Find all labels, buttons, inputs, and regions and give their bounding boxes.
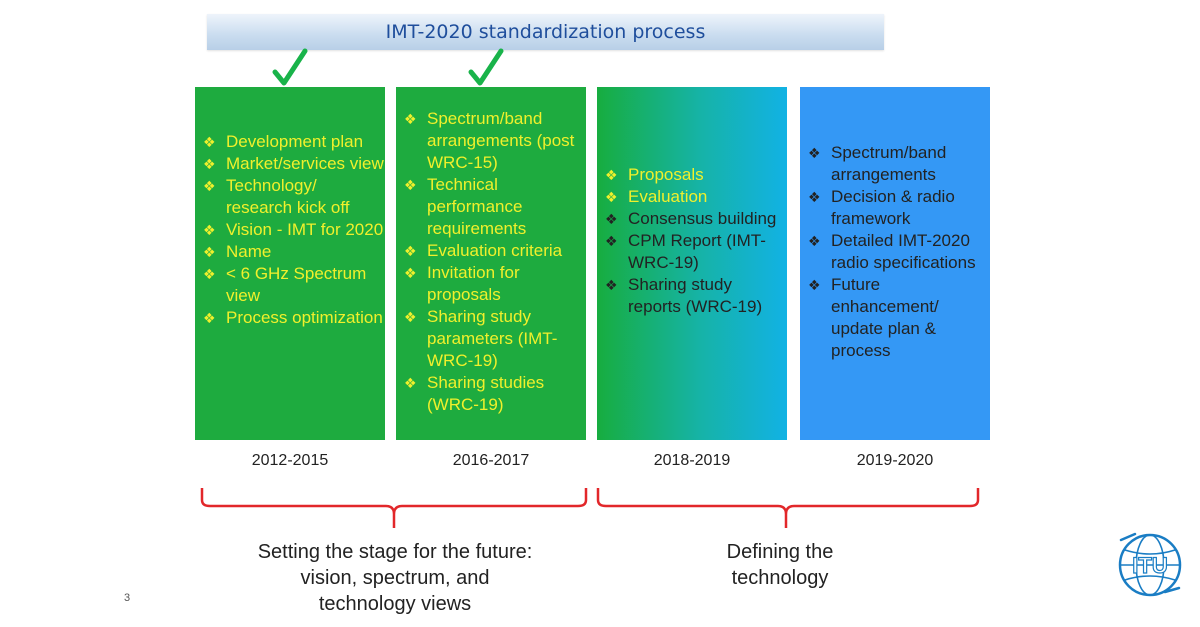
diamond-bullet-icon: ❖	[605, 167, 618, 183]
checkmark-icon	[272, 48, 308, 86]
page-number: 3	[124, 592, 131, 604]
year-label: 2019-2020	[856, 452, 934, 469]
diamond-bullet-icon: ❖	[203, 244, 216, 260]
left-curly-brace	[200, 488, 588, 528]
diamond-bullet-icon: ❖	[203, 310, 216, 326]
checkmark-icon	[468, 48, 504, 86]
list-item: ❖Consensus building	[605, 209, 777, 228]
diamond-bullet-icon: ❖	[605, 233, 618, 249]
list-item: ❖Sharing studies (WRC-19)	[404, 373, 545, 414]
list-item: ❖Vision - IMT for 2020	[203, 220, 384, 239]
list-item: ❖< 6 GHz Spectrum view	[203, 264, 367, 305]
list-item: ❖Detailed IMT-2020 radio specifications	[808, 231, 976, 272]
year-label: 2012-2015	[251, 452, 329, 469]
group-caption-defining-technology: Defining the technology	[726, 541, 834, 589]
diamond-bullet-icon: ❖	[404, 265, 417, 281]
list-item: ❖Evaluation criteria	[404, 241, 563, 260]
list-item: ❖Sharing study reports (WRC-19)	[605, 275, 763, 316]
list-item: ❖Name	[203, 242, 272, 261]
list-item: ❖Proposals	[605, 165, 704, 184]
list-item: ❖CPM Report (IMT-WRC-19)	[605, 231, 766, 272]
diamond-bullet-icon: ❖	[203, 266, 216, 282]
diamond-bullet-icon: ❖	[203, 156, 216, 172]
list-item: ❖Market/services view	[203, 154, 384, 173]
diamond-bullet-icon: ❖	[404, 309, 417, 325]
phase-box-2016-2017: ❖Spectrum/band arrangements (post WRC-15…	[396, 87, 586, 440]
diamond-bullet-icon: ❖	[605, 277, 618, 293]
diamond-bullet-icon: ❖	[605, 211, 618, 227]
list-item: ❖Process optimization	[203, 308, 383, 327]
title-banner: IMT-2020 standardization process	[207, 14, 884, 50]
diamond-bullet-icon: ❖	[203, 134, 216, 150]
diamond-bullet-icon: ❖	[808, 233, 821, 249]
phase-box-2012-2015: ❖Development plan ❖Market/services view …	[195, 87, 385, 440]
right-curly-brace	[596, 488, 980, 528]
diamond-bullet-icon: ❖	[404, 243, 417, 259]
diamond-bullet-icon: ❖	[808, 145, 821, 161]
list-item: ❖Technology/ research kick off	[203, 176, 350, 217]
list-item: ❖Development plan	[203, 132, 364, 151]
itu-logo-icon: ITU	[1118, 532, 1182, 597]
diamond-bullet-icon: ❖	[203, 178, 216, 194]
list-item: ❖Evaluation	[605, 187, 708, 206]
list-item: ❖Decision & radio framework	[808, 187, 955, 228]
diamond-bullet-icon: ❖	[404, 111, 417, 127]
phase-box-2018-2019: ❖Proposals ❖Evaluation ❖Consensus buildi…	[597, 87, 787, 440]
diamond-bullet-icon: ❖	[404, 177, 417, 193]
year-label: 2016-2017	[452, 452, 530, 469]
list-item: ❖Spectrum/band arrangements (post WRC-15…	[404, 109, 575, 172]
diamond-bullet-icon: ❖	[808, 277, 821, 293]
itu-logo-text: ITU	[1132, 553, 1167, 578]
year-label: 2018-2019	[653, 452, 731, 469]
list-item: ❖Technical performance requirements	[404, 175, 527, 238]
diamond-bullet-icon: ❖	[808, 189, 821, 205]
diamond-bullet-icon: ❖	[404, 375, 417, 391]
list-item: ❖Spectrum/band arrangements	[808, 143, 947, 184]
diagram-title: IMT-2020 standardization process	[385, 21, 706, 43]
diamond-bullet-icon: ❖	[605, 189, 618, 205]
phase-box-2019-2020: ❖Spectrum/band arrangements ❖Decision & …	[800, 87, 990, 440]
group-caption-setting-the-stage: Setting the stage for the future: vision…	[257, 541, 533, 615]
list-item: ❖Future enhancement/ update plan & proce…	[808, 275, 939, 360]
list-item: ❖Sharing study parameters (IMT-WRC-19)	[404, 307, 558, 370]
diamond-bullet-icon: ❖	[203, 222, 216, 238]
list-item: ❖Invitation for proposals	[404, 263, 520, 304]
